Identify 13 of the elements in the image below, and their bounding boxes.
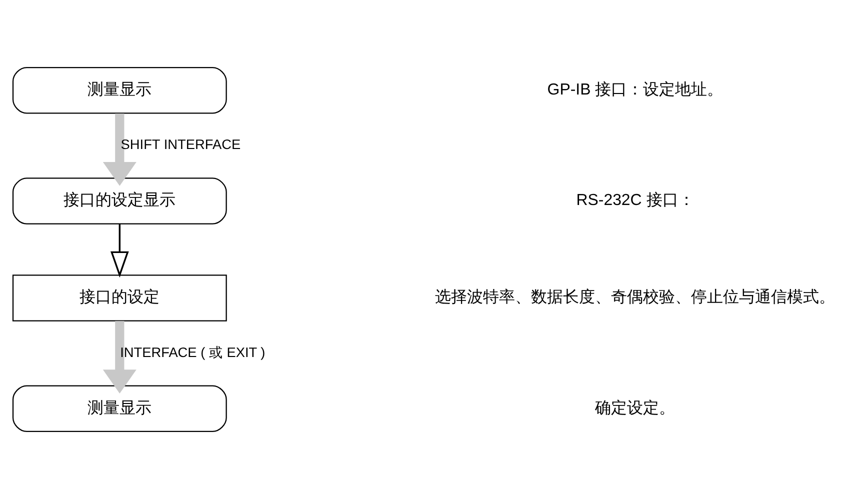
- node-box: 接口的设定显示: [12, 178, 227, 224]
- label: RS-232C 接口：: [576, 192, 694, 210]
- node-box: 测量显示: [12, 67, 227, 114]
- arrow: [102, 113, 136, 186]
- node-box: 接口的设定: [12, 274, 227, 322]
- node-box: 测量显示: [12, 385, 227, 432]
- arrow: [102, 321, 136, 394]
- edge-label: INTERFACE ( 或 EXIT ): [120, 344, 266, 360]
- arrow: [110, 224, 129, 278]
- label: 确定设定。: [595, 400, 676, 417]
- label: GP-IB 接口：设定地址。: [547, 82, 724, 99]
- edge-label: SHIFT INTERFACE: [120, 137, 241, 152]
- label: 选择波特率、数据长度、奇偶校验、停止位与通信模式。: [435, 289, 836, 306]
